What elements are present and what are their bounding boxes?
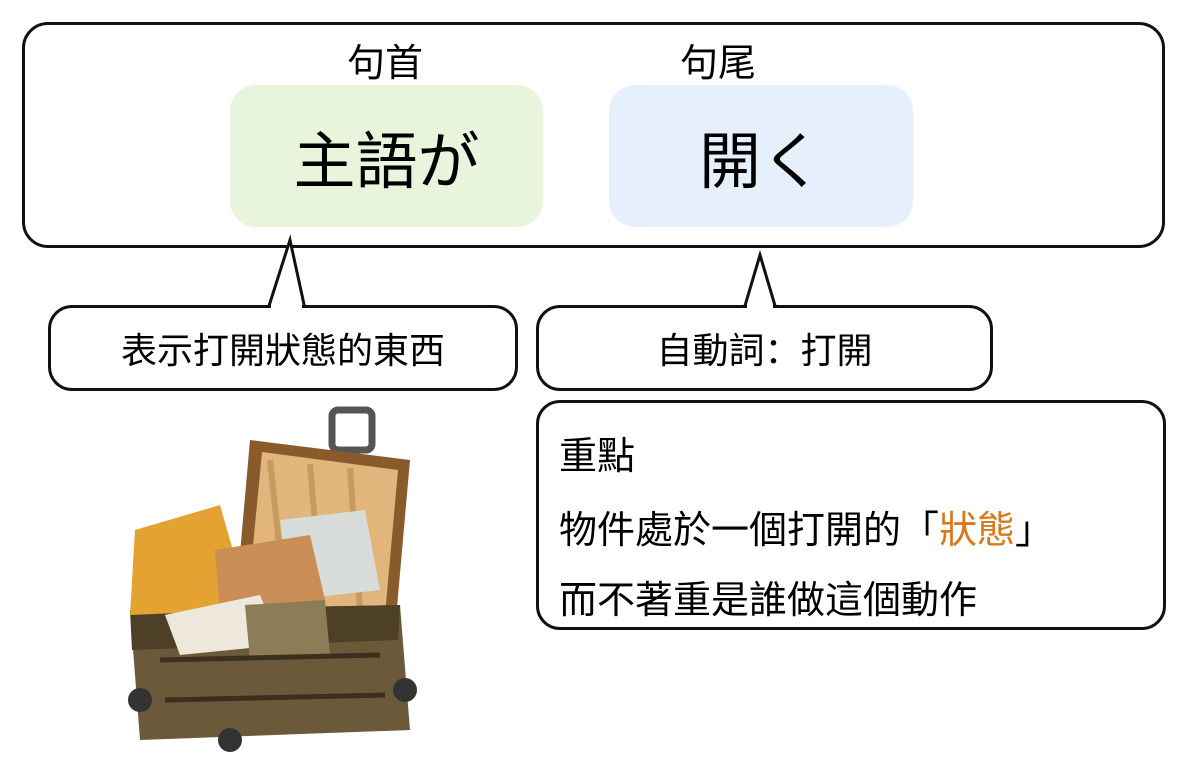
verb-box: 開く — [609, 85, 913, 227]
note-title: 重點 — [559, 434, 636, 478]
note-line-2-suffix: 」 — [1015, 508, 1054, 552]
subject-callout: 表示打開狀態的東西 — [48, 305, 518, 391]
note-line-2-prefix: 物件處於一個打開的「 — [559, 508, 940, 552]
subject-box: 主語が — [230, 85, 543, 227]
note-line-3: 而不著重是誰做這個動作 — [559, 578, 978, 622]
note-highlight: 狀態 — [939, 508, 1016, 552]
open-suitcase-illustration — [128, 406, 417, 752]
sentence-start-label: 句首 — [346, 41, 423, 85]
note-line-2: 物件處於一個打開的「狀態」 — [559, 499, 1053, 554]
key-point-note: 重點 物件處於一個打開的「狀態」 而不著重是誰做這個動作 — [536, 400, 1166, 630]
sentence-frame — [22, 22, 1165, 248]
verb-callout: 自動詞：打開 — [536, 305, 993, 391]
sentence-end-label: 句尾 — [679, 41, 756, 85]
